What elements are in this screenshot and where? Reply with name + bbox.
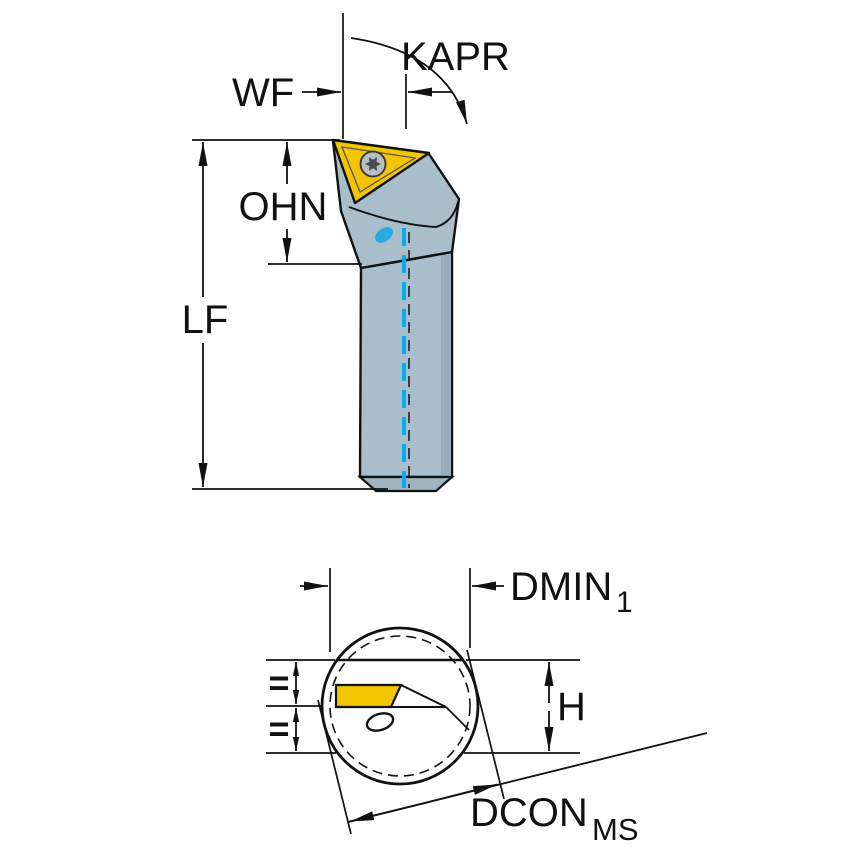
label-wf: WF xyxy=(232,71,294,115)
label-dmin: DMIN xyxy=(510,565,612,609)
dcon-arrow-left xyxy=(349,802,426,823)
label-ohn: OHN xyxy=(239,185,328,229)
pocket-edge-diagonal xyxy=(445,706,470,731)
dcon-arrow-right xyxy=(424,783,498,804)
side-view: KAPR WF OHN LF xyxy=(182,13,510,493)
label-equal-lower: = xyxy=(268,708,289,749)
label-kapr: KAPR xyxy=(401,35,510,79)
end-view-insert xyxy=(334,683,403,709)
end-view: DMIN 1 H = = DCON MS xyxy=(266,565,708,847)
coolant-outlet xyxy=(374,227,394,243)
shank-shade xyxy=(441,255,451,476)
dcon-tangent-left xyxy=(317,699,352,835)
insert-screw-torx-icon xyxy=(365,157,381,171)
kapr-angle-arc xyxy=(350,37,468,125)
label-lf: LF xyxy=(182,298,229,342)
label-h: H xyxy=(557,685,586,729)
insert-pocket-line xyxy=(348,201,459,228)
label-equal-upper: = xyxy=(268,662,289,703)
dcon-tangent-right xyxy=(466,649,505,800)
label-dcon-subscript: MS xyxy=(592,812,639,847)
label-dcon: DCON xyxy=(470,791,588,835)
label-dmin-subscript: 1 xyxy=(616,586,633,619)
pocket-edge-top xyxy=(400,684,447,708)
screw-hole xyxy=(365,712,395,732)
dmin-dashed-circle xyxy=(329,635,471,777)
